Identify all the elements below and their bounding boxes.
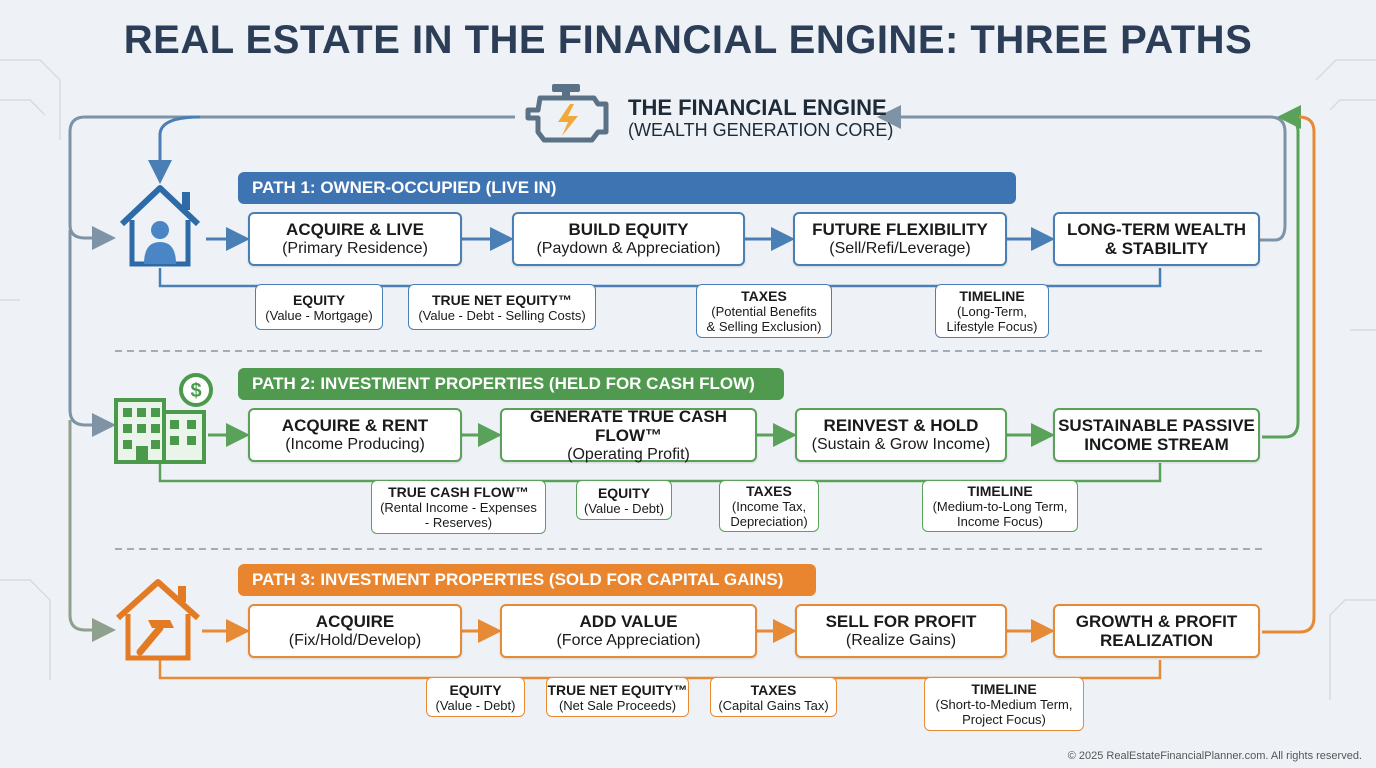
path2-step-reinvest-hold: REINVEST & HOLD(Sustain & Grow Income)	[795, 408, 1007, 462]
path3-note-true-net-equity: TRUE NET EQUITY™(Net Sale Proceeds)	[546, 677, 689, 717]
engine-title: THE FINANCIAL ENGINE	[628, 95, 887, 120]
house-hammer-icon	[115, 579, 201, 661]
path1-note-equity: EQUITY(Value - Mortgage)	[255, 284, 383, 330]
path3-step-acquire: ACQUIRE(Fix/Hold/Develop)	[248, 604, 462, 658]
path1-step-acquire-live: ACQUIRE & LIVE(Primary Residence)	[248, 212, 462, 266]
path3-note-equity: EQUITY(Value - Debt)	[426, 677, 525, 717]
path2-banner: PATH 2: INVESTMENT PROPERTIES (HELD FOR …	[238, 368, 784, 400]
svg-text:$: $	[190, 380, 201, 402]
path1-banner: PATH 1: OWNER-OCCUPIED (LIVE IN)	[238, 172, 1016, 204]
page-title: REAL ESTATE IN THE FINANCIAL ENGINE: THR…	[123, 18, 1253, 62]
path3-step-add-value: ADD VALUE(Force Appreciation)	[500, 604, 757, 658]
engine-subtitle: (WEALTH GENERATION CORE)	[628, 120, 894, 140]
path2-note-true-cash-flow: TRUE CASH FLOW™(Rental Income - Expenses…	[371, 480, 546, 534]
path2-step-generate-cash-flow: GENERATE TRUE CASH FLOW™(Operating Profi…	[500, 407, 757, 463]
path1-step-future-flexibility: FUTURE FLEXIBILITY(Sell/Refi/Leverage)	[793, 212, 1007, 266]
house-person-icon	[119, 185, 201, 267]
path2-note-timeline: TIMELINE(Medium-to-Long Term, Income Foc…	[922, 480, 1078, 532]
path1-note-taxes: TAXES(Potential Benefits & Selling Exclu…	[696, 284, 832, 338]
path2-note-taxes: TAXES(Income Tax, Depreciation)	[719, 480, 819, 532]
path1-note-timeline: TIMELINE(Long-Term, Lifestyle Focus)	[935, 284, 1049, 338]
path3-banner: PATH 3: INVESTMENT PROPERTIES (SOLD FOR …	[238, 564, 816, 596]
path3-step-sell-for-profit: SELL FOR PROFIT(Realize Gains)	[795, 604, 1007, 658]
path1-step-build-equity: BUILD EQUITY(Paydown & Appreciation)	[512, 212, 745, 266]
engine-bolt-icon	[525, 84, 609, 143]
path2-step-acquire-rent: ACQUIRE & RENT(Income Producing)	[248, 408, 462, 462]
path3-note-timeline: TIMELINE(Short-to-Medium Term, Project F…	[924, 677, 1084, 731]
path3-note-taxes: TAXES(Capital Gains Tax)	[710, 677, 837, 717]
path3-step-growth-profit: GROWTH & PROFIT REALIZATION	[1053, 604, 1260, 658]
path1-note-true-net-equity: TRUE NET EQUITY™(Value - Debt - Selling …	[408, 284, 596, 330]
copyright: © 2025 RealEstateFinancialPlanner.com. A…	[1067, 750, 1362, 762]
building-dollar-icon: $	[114, 373, 213, 464]
path2-note-equity: EQUITY(Value - Debt)	[576, 480, 672, 520]
path2-step-passive-income: SUSTAINABLE PASSIVE INCOME STREAM	[1053, 408, 1260, 462]
path1-step-long-term-wealth: LONG-TERM WEALTH & STABILITY	[1053, 212, 1260, 266]
